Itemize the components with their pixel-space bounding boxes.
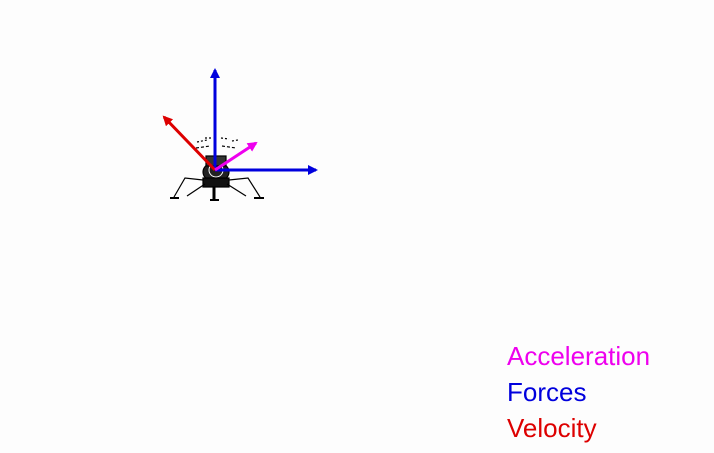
legend-acceleration: Acceleration (507, 341, 651, 371)
acceleration-arrow (214, 141, 258, 172)
legend-forces: Forces (507, 377, 587, 407)
vector-legend: Acceleration Forces Velocity (507, 338, 650, 446)
legend-velocity: Velocity (507, 413, 597, 443)
velocity-arrow (162, 115, 217, 172)
